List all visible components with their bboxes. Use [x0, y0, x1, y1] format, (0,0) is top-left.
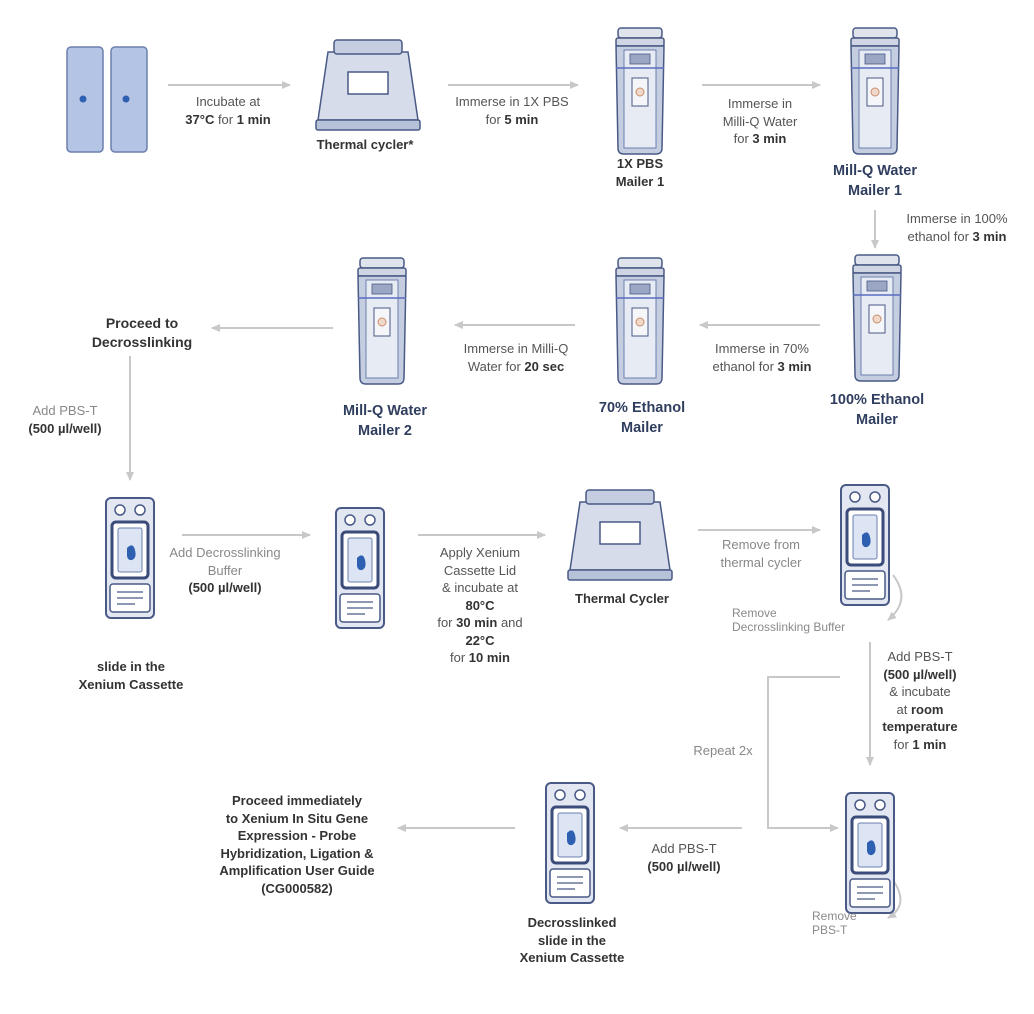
- repeat-label: Repeat 2x: [693, 743, 753, 758]
- step-add-pbst-incubate: Add PBS-T (500 µl/well) & incubate at ro…: [882, 649, 958, 752]
- thermal-cycler-2-label: Thermal Cycler: [575, 591, 669, 606]
- step-immerse-ethanol-70: Immerse in 70% ethanol for 3 min: [712, 341, 812, 374]
- cassette-icon-1: [104, 496, 156, 620]
- thermal-cycler-2-icon: [567, 489, 673, 581]
- cassette-icon-5: [544, 781, 596, 905]
- cassette-icon-3: [839, 483, 891, 607]
- pbs-mailer-icon: [615, 27, 665, 155]
- remove-curve-2: [887, 879, 902, 919]
- thermal-cycler-label: Thermal cycler*: [316, 137, 414, 152]
- step-immerse-milliq-2: Immerse in Milli-Q Water for 20 sec: [463, 341, 569, 374]
- step-incubate: Incubate at 37°C for 1 min: [185, 94, 271, 127]
- decrosslinked-label: Decrosslinked slide in the Xenium Casset…: [519, 915, 625, 966]
- milliq-mailer-1-icon: [850, 27, 900, 155]
- arrows: [126, 81, 903, 919]
- step-immerse-milliq-1: Immerse in Milli-Q Water for 3 min: [722, 96, 798, 147]
- step-add-pbst-2: Add PBS-T (500 µl/well): [647, 841, 721, 874]
- tissue-dot-2: [122, 95, 130, 103]
- milliq-mailer-2-icon: [357, 257, 407, 385]
- thermal-cycler-icon: [315, 39, 421, 131]
- tissue-dot-1: [79, 95, 87, 103]
- step-apply-lid: Apply Xenium Cassette Lid & incubate at …: [437, 545, 523, 666]
- remove-curve-1: [887, 574, 903, 621]
- glass-slides: [66, 46, 148, 153]
- ethanol-100-mailer-icon: [852, 254, 902, 382]
- step-immerse-ethanol-100: Immerse in 100% ethanol for 3 min: [906, 211, 1008, 244]
- step-immerse-pbs: Immerse in 1X PBS for 5 min: [455, 94, 569, 127]
- cassette-icon-2: [334, 506, 386, 630]
- ethanol-70-mailer-icon: [615, 257, 665, 385]
- proceed-final: Proceed immediately to Xenium In Situ Ge…: [219, 793, 375, 896]
- arrow-repeat: [767, 676, 840, 832]
- cassette-icon-4: [844, 791, 896, 915]
- step-add-pbst-1: Add PBS-T (500 µl/well): [28, 403, 102, 436]
- step-add-decross-buffer: Add Decrosslinking Buffer (500 µl/well): [169, 545, 281, 596]
